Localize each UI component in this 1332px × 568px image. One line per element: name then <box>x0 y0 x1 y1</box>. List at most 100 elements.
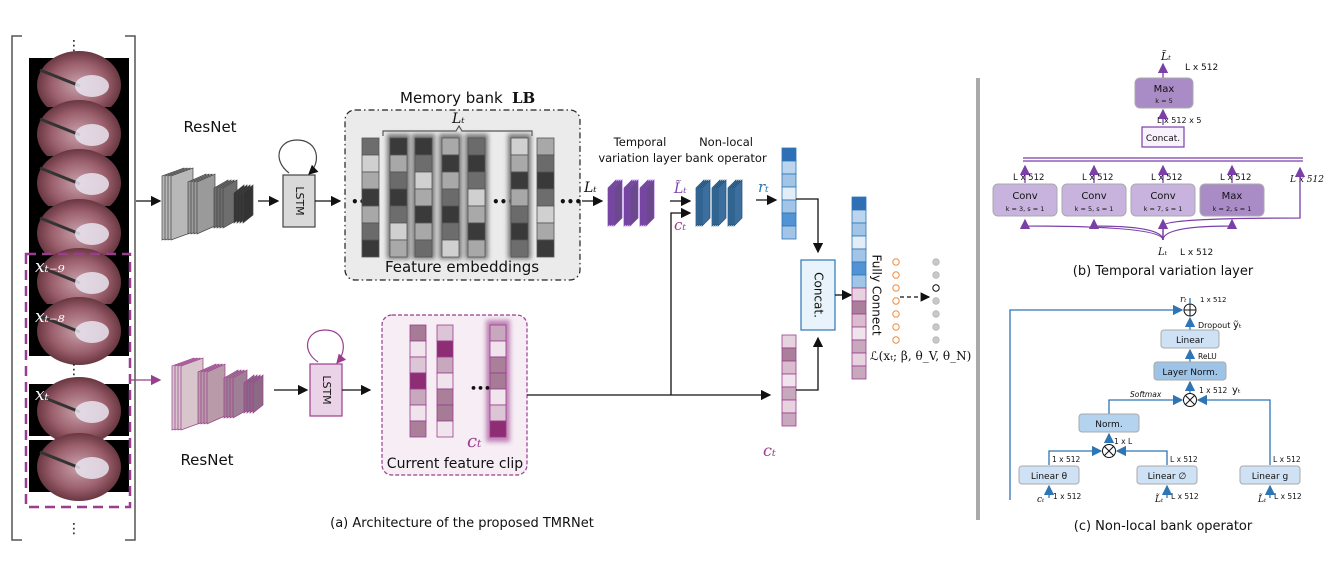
linear-g-label: Linear g <box>1252 472 1289 482</box>
fc-output-node <box>932 336 940 344</box>
linear-phi-in-label: L̃ₜ <box>1154 493 1164 505</box>
linear-phi-label: Linear ∅ <box>1148 472 1187 482</box>
ct-vector <box>781 334 797 427</box>
clip-cell <box>436 404 454 422</box>
video-frames-column: ⋮ ⋮ ⋮ xₜ₋₉ xₜ₋₈ xₜ <box>11 35 136 541</box>
lstm-top-label: LSTM <box>293 186 306 215</box>
y-tilde-label: ỹₜ <box>1233 320 1242 331</box>
fc-hidden-node <box>892 271 900 279</box>
mult-op-attn-cross <box>1104 446 1114 456</box>
max-top-param: k = 5 <box>1155 97 1172 105</box>
tvl-branch-label: Max <box>1222 191 1243 202</box>
right-bracket <box>125 35 136 541</box>
tvl-branch-in-arrow <box>1019 218 1164 241</box>
fc-output-node <box>932 284 940 292</box>
tvl-branch-param: k = 7, s = 1 <box>1144 205 1183 213</box>
fc-output-node <box>932 258 940 266</box>
nlbo-title-line1: Non-local <box>699 135 753 149</box>
lstm-top-recurrent-loop <box>278 139 319 175</box>
memory-cell <box>536 239 555 258</box>
panel-c-caption: (c) Non-local bank operator <box>1074 519 1253 534</box>
linear-phi-out-dim: L x 512 <box>1170 455 1198 464</box>
memory-cell <box>467 239 486 258</box>
fused-ct-cell <box>851 300 867 315</box>
left-bracket <box>11 35 22 541</box>
frame-1-instrument <box>39 68 81 88</box>
memory-cell <box>467 205 486 224</box>
Lt-arrow-label: Lₜ <box>583 180 597 196</box>
memory-cell <box>467 137 486 156</box>
arrow-norm-to-mult <box>1108 394 1184 414</box>
frame-6-instrument <box>39 314 81 334</box>
rt-cell <box>781 147 797 162</box>
memory-cell <box>536 171 555 190</box>
linear-theta-out-dim: 1 x 512 <box>1052 455 1081 464</box>
frame-8-instrument <box>39 450 81 470</box>
clip-cell <box>436 356 454 374</box>
frame-label-t-9: xₜ₋₉ <box>35 257 65 277</box>
memory-cell <box>414 188 433 207</box>
rt-cell <box>781 160 797 175</box>
tvl-title-line1: Temporal <box>613 135 667 149</box>
frame-2-instrument <box>39 117 81 137</box>
yt-dim: 1 x 512 <box>1199 386 1228 395</box>
tvl-output-label: L̃ₜ <box>673 179 687 197</box>
current-feature-clip: ••• cₜ Current feature clip <box>381 314 528 476</box>
linear-out-label: Linear <box>1176 336 1204 346</box>
tvl-output-symbol: L̃ₜ <box>1160 50 1171 63</box>
clip-cell <box>409 356 427 374</box>
memory-cell <box>536 205 555 224</box>
resnet-top-label: ResNet <box>183 118 236 136</box>
resnet-layer <box>206 363 226 425</box>
ct-cell <box>781 360 797 375</box>
memory-cell <box>389 239 408 258</box>
clip-cell <box>436 340 454 358</box>
norm-dim: 1 x L <box>1114 437 1133 446</box>
memory-bank-title: Memory bank <box>400 89 503 107</box>
temporal-variation-layer-icon <box>607 179 655 227</box>
memory-cell <box>389 188 408 207</box>
fused-vector <box>851 196 867 380</box>
memory-bank: Memory bank LB ••• ••• ••• Lₜ Feature em… <box>344 89 582 281</box>
conv-slice <box>629 179 639 227</box>
concat-label: Concat. <box>812 272 826 318</box>
frame-8-tissue <box>75 457 109 479</box>
tvl-title-line2: variation layer <box>598 151 682 165</box>
resnet-layer <box>242 184 254 224</box>
fused-rt-cell <box>851 274 867 289</box>
tvl-input-dim: L x 512 <box>1180 248 1213 258</box>
lstm-bottom-recurrent-loop <box>306 329 347 364</box>
linear-phi-in-dim: L x 512 <box>1171 492 1199 501</box>
fc-output-node <box>932 323 940 331</box>
memory-cell <box>441 171 460 190</box>
non-local-bank-operator-icon <box>695 179 743 227</box>
panel-b-temporal-variation-layer: L̃ₜ L x 512 Max k = 5 L x 512 x 5 Concat… <box>992 50 1324 279</box>
memory-cell <box>361 154 380 173</box>
frames-top-dots: ⋮ <box>67 38 81 54</box>
frame-label-t-8: xₜ₋₈ <box>35 307 65 327</box>
fc-output-node <box>932 297 940 305</box>
tvl-branch-dim: L x 512 <box>1151 173 1182 183</box>
mult-op-y-cross <box>1185 395 1195 405</box>
dropout-label: Dropout <box>1198 321 1230 330</box>
ct-vector-label: cₜ <box>763 441 776 460</box>
concat-b-box <box>1141 126 1185 148</box>
clip-cell <box>409 388 427 406</box>
memory-cell <box>441 205 460 224</box>
memory-cell <box>536 154 555 173</box>
loss-label: ℒ(xₜ; β, θ_V, θ_N) <box>870 349 971 363</box>
current-clip-ct-label: cₜ <box>467 431 482 452</box>
tvl-branch-label: Conv <box>1012 191 1037 202</box>
clip-cell <box>489 404 507 422</box>
clip-cell <box>409 420 427 438</box>
nlbo-title-line2: bank operator <box>685 151 767 165</box>
clip-cell <box>489 340 507 358</box>
memory-cell <box>389 205 408 224</box>
tvl-branch-param: k = 5, s = 1 <box>1075 205 1114 213</box>
tvl-branch-in-arrow <box>1162 218 1238 241</box>
current-clip-label: Current feature clip <box>387 456 524 472</box>
lstm-bottom-box <box>309 363 343 417</box>
yt-label: yₜ <box>1232 385 1241 396</box>
memory-cell <box>414 222 433 241</box>
clip-cell <box>489 356 507 374</box>
